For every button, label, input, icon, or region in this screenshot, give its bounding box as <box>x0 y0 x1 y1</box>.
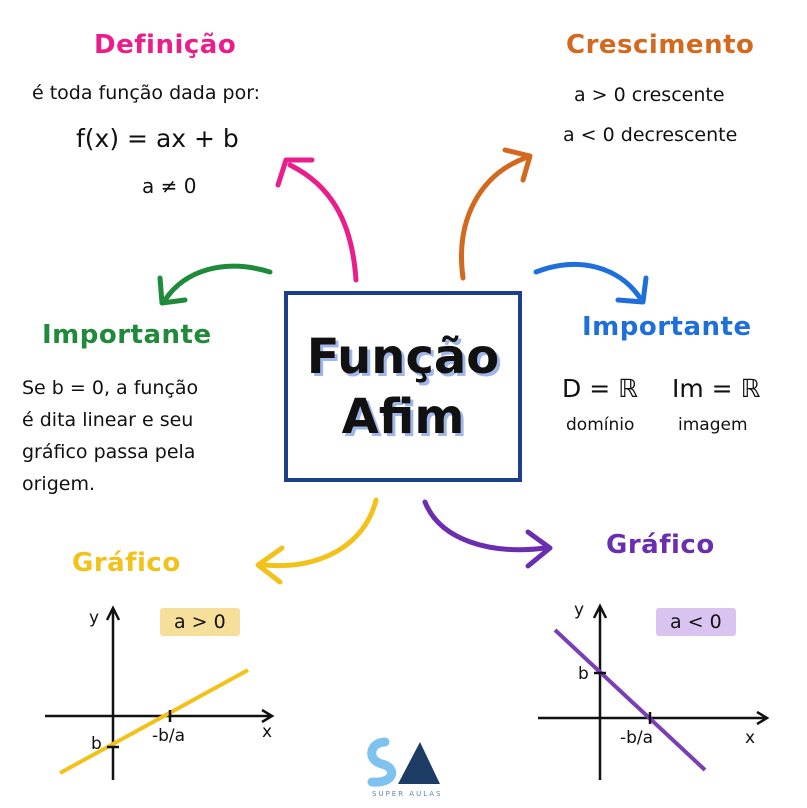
graph-left-b-label: b <box>91 734 102 754</box>
arrow-definicao <box>275 157 359 283</box>
graph-left <box>45 605 275 780</box>
graph-right-b-label: b <box>578 664 589 684</box>
definicao-text: é toda função dada por: <box>32 82 261 104</box>
importante-left-line: origem. <box>22 473 96 495</box>
logo-text: SUPER AULAS <box>372 790 443 798</box>
importante-left-line: Se b = 0, a função <box>22 377 199 399</box>
arrow-crescimento <box>459 147 533 281</box>
importante-left-body: Se b = 0, a função é dita linear e seu g… <box>22 372 262 500</box>
grafico-right-title: Gráfico <box>606 530 715 560</box>
center-title-line1: Função <box>306 328 500 385</box>
grafico-left-tag: a > 0 <box>160 608 240 636</box>
importante-left-title: Importante <box>42 320 212 350</box>
graph-left-root-label: -b/a <box>152 726 186 746</box>
logo-icon <box>367 737 440 787</box>
graph-right-line <box>553 628 707 772</box>
importante-right-domain-label: domínio <box>566 415 635 435</box>
crescimento-line2: a < 0 decrescente <box>563 124 738 146</box>
graph-right-y-label: y <box>574 600 585 620</box>
graph-left-x-label: x <box>262 722 273 742</box>
arrow-grafico-left <box>255 497 379 585</box>
grafico-left-title: Gráfico <box>72 548 181 578</box>
grafico-right-tag: a < 0 <box>656 608 736 636</box>
arrow-importante-left <box>157 263 273 306</box>
definicao-title: Definição <box>94 30 237 60</box>
importante-right-domain: D = ℝ <box>562 374 638 403</box>
crescimento-title: Crescimento <box>566 30 755 60</box>
importante-right-image: Im = ℝ <box>672 374 761 403</box>
importante-right-title: Importante <box>582 312 752 342</box>
crescimento-line1: a > 0 crescente <box>574 84 725 106</box>
definicao-formula: f(x) = ax + b <box>76 124 239 153</box>
arrow-importante-right <box>533 262 649 305</box>
graph-right-x-label: x <box>745 728 756 748</box>
center-title-line2: Afim <box>341 388 465 445</box>
graph-right <box>538 603 770 780</box>
importante-right-image-label: imagem <box>678 415 748 435</box>
importante-left-line: gráfico passa pela <box>22 441 196 463</box>
graph-left-line <box>59 668 249 775</box>
graph-left-y-label: y <box>89 608 100 628</box>
arrow-grafico-right <box>422 499 553 569</box>
importante-left-line: é dita linear e seu <box>22 409 194 431</box>
graph-right-root-label: -b/a <box>620 728 654 748</box>
center-title-box: Função Afim <box>284 291 522 482</box>
definicao-condition: a ≠ 0 <box>142 174 197 198</box>
